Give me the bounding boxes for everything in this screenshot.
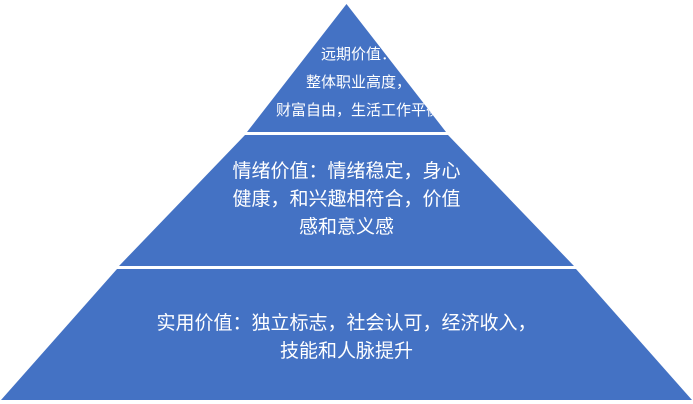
middle-tier-line-3: 感和意义感 bbox=[298, 216, 394, 238]
bottom-tier-text: 实用价值：独立标志，社会认可，经济收入， 技能和人脉提升 bbox=[0, 309, 693, 365]
top-tier-line-3: 财富自由，生活工作平衡 bbox=[275, 101, 441, 119]
middle-tier-line-1: 情绪价值：情绪稳定，身心 bbox=[232, 160, 461, 182]
top-tier-line-2: 整体职业高度， bbox=[305, 73, 411, 91]
middle-tier-text: 情绪价值：情绪稳定，身心 健康，和兴趣相符合，价值 感和意义感 bbox=[0, 157, 693, 241]
top-tier-text: 远期价值： 整体职业高度， 财富自由，生活工作平衡 bbox=[247, 40, 446, 124]
middle-tier-line-2: 健康，和兴趣相符合，价值 bbox=[232, 188, 461, 210]
pyramid-tier-middle bbox=[119, 135, 574, 266]
top-tier-line-1: 远期价值： bbox=[320, 45, 396, 63]
pyramid-tier-top bbox=[247, 4, 446, 132]
bottom-tier-line-1: 实用价值：独立标志，社会认可，经济收入， bbox=[156, 312, 537, 334]
bottom-tier-line-2: 技能和人脉提升 bbox=[279, 340, 413, 362]
pyramid-tier-bottom bbox=[1, 269, 692, 400]
